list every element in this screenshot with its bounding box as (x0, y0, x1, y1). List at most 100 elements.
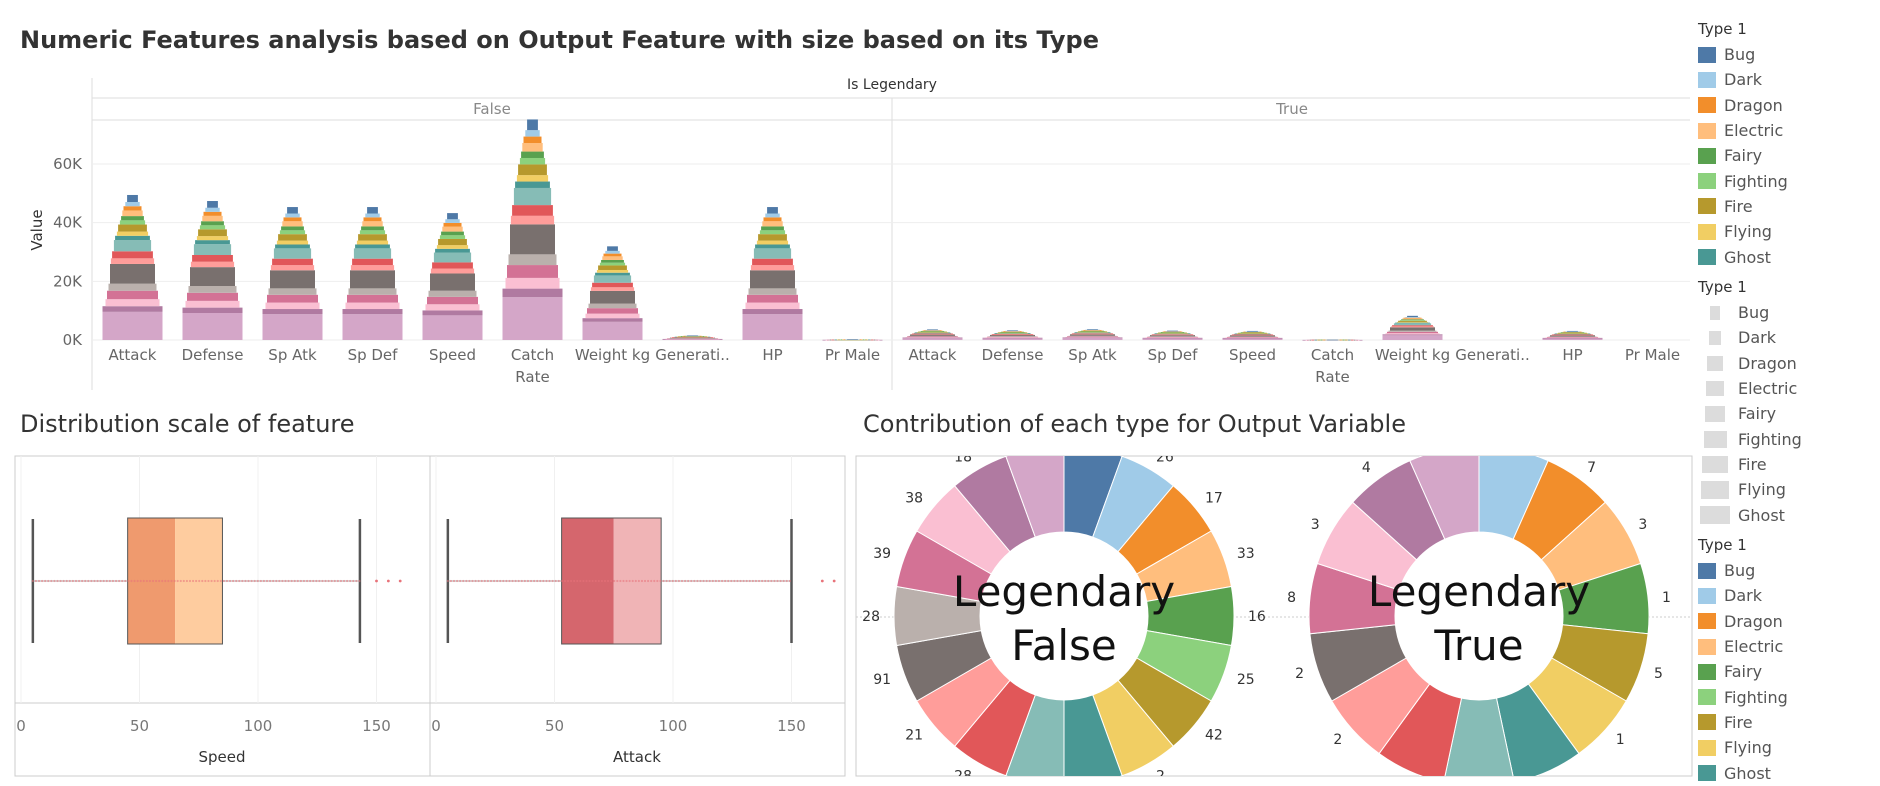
slice-label: 7 (1587, 460, 1596, 476)
legend-item[interactable]: Bug (1698, 42, 1878, 67)
legend-item[interactable]: Flying (1698, 477, 1878, 502)
stack-segment (990, 334, 1035, 337)
data-point (526, 579, 530, 583)
stack-segment (1070, 333, 1115, 335)
data-point (659, 579, 662, 583)
legend-item[interactable]: Electric (1698, 376, 1878, 401)
data-point (560, 579, 563, 583)
stack-segment (187, 292, 238, 301)
stack-segment (276, 240, 309, 245)
data-point (167, 579, 170, 583)
legend-item[interactable]: Fire (1698, 194, 1878, 219)
data-point (757, 579, 761, 583)
stack-segment (1075, 332, 1110, 333)
legend-item[interactable]: Electric (1698, 634, 1878, 659)
data-point (213, 579, 216, 583)
stack-segment (662, 339, 723, 340)
stack-segment (1387, 331, 1438, 334)
slice-label: 4 (1362, 460, 1371, 476)
stack-segment (521, 151, 544, 158)
legend-item[interactable]: Fire (1698, 710, 1878, 735)
stack-segment (1150, 334, 1195, 336)
stack-segment (902, 337, 963, 339)
donut-frame (855, 455, 1693, 777)
stack-segment (605, 250, 620, 254)
legend-item[interactable]: Dragon (1698, 351, 1878, 376)
stack-segment (1007, 330, 1018, 331)
stack-segment (750, 270, 795, 289)
data-point (597, 579, 600, 583)
legend-label: Bug (1724, 561, 1756, 581)
legend-item[interactable]: Electric (1698, 118, 1878, 143)
legend-item[interactable]: Bug (1698, 558, 1878, 583)
legend-item[interactable]: Dragon (1698, 93, 1878, 118)
legend-item[interactable]: Fighting (1698, 426, 1878, 451)
legend-item[interactable]: Dark (1698, 325, 1878, 350)
stack-segment (270, 265, 315, 271)
legend-item[interactable]: Fire (1698, 452, 1878, 477)
stack-segment (513, 187, 552, 206)
data-point (517, 579, 520, 583)
donut-center-label: True (1433, 621, 1523, 670)
data-point (346, 579, 349, 583)
outlier-point (820, 579, 824, 583)
x-tick-label: 0 (16, 717, 26, 735)
stack-segment (1227, 336, 1278, 338)
slice-label: 28 (954, 768, 972, 781)
data-point (352, 579, 355, 583)
data-point (179, 579, 182, 583)
legend-item[interactable]: Dragon (1698, 609, 1878, 634)
legend-item[interactable]: Bug (1698, 300, 1878, 325)
stack-segment (1076, 331, 1109, 333)
x-tick-label: Sp Def (348, 346, 399, 364)
legend-item[interactable]: Dark (1698, 583, 1878, 608)
legend-label: Fighting (1738, 429, 1802, 449)
slice-label: 26 (1156, 455, 1174, 466)
legend-item[interactable]: Ghost (1698, 502, 1878, 527)
stack-segment (281, 226, 304, 231)
legend-item[interactable]: Ghost (1698, 244, 1878, 269)
stack-segment (1161, 331, 1184, 333)
data-point (773, 579, 776, 583)
stack-segment (102, 306, 163, 312)
data-point (309, 579, 312, 583)
stack-segment (348, 288, 397, 295)
stack-segment (510, 224, 555, 255)
data-point (468, 579, 471, 583)
stack-segment (1403, 317, 1422, 319)
legend-item[interactable]: Fighting (1698, 684, 1878, 709)
data-point (235, 579, 238, 583)
legend-item[interactable]: Fairy (1698, 401, 1878, 426)
legend-swatch (1698, 663, 1716, 680)
legend-item[interactable]: Dark (1698, 67, 1878, 92)
x-tick-label: Catch (511, 346, 554, 364)
stack-segment (523, 136, 542, 143)
legend-item[interactable]: Ghost (1698, 760, 1878, 785)
legend-swatch (1698, 122, 1716, 139)
stack-segment (1001, 331, 1024, 333)
legend-item[interactable]: Fairy (1698, 143, 1878, 168)
slice-label: 3 (1311, 517, 1320, 533)
data-point (47, 579, 50, 583)
legend-label: Fighting (1724, 687, 1788, 707)
stack-segment (1081, 330, 1104, 332)
stack-segment (278, 234, 307, 241)
legend-item[interactable]: Fairy (1698, 659, 1878, 684)
data-point (324, 579, 327, 583)
legend-item[interactable]: Fighting (1698, 168, 1878, 193)
y-axis-label: Value (28, 209, 46, 250)
data-point (290, 579, 293, 583)
legend-item[interactable]: Flying (1698, 735, 1878, 760)
data-point (462, 579, 465, 583)
stack-segment (601, 259, 624, 263)
stack-segment (1401, 319, 1424, 321)
data-point (118, 579, 121, 583)
stack-segment (1156, 332, 1189, 334)
data-point (748, 579, 751, 583)
stack-segment (121, 216, 144, 221)
legend-item[interactable]: Flying (1698, 219, 1878, 244)
stack-segment (1247, 330, 1258, 332)
data-point (502, 579, 505, 583)
data-point (699, 579, 702, 583)
legend-swatch (1698, 638, 1716, 655)
